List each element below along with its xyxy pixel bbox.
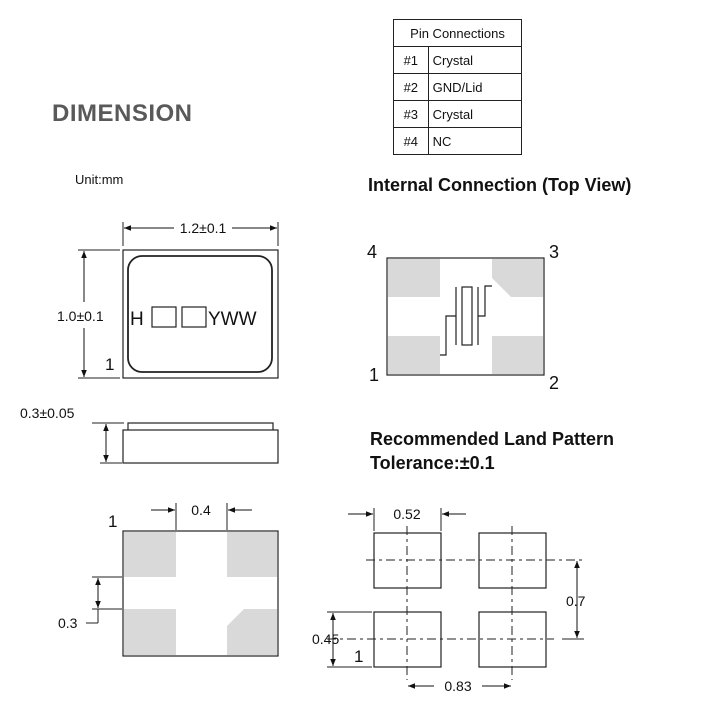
bottom-pad <box>227 532 277 577</box>
pin-number: #4 <box>393 127 429 155</box>
top-view: 1.2±0.1 1.0±0.1 H YWW 1 <box>57 220 279 379</box>
land-pattern-diagram: 0.52 0.7 0.45 1 0.83 <box>312 506 586 694</box>
connection-wire <box>478 285 492 317</box>
gap-dimension: 0.4 <box>191 502 211 518</box>
pin1-label: 1 <box>108 512 117 531</box>
tolerance-label: Tolerance:±0.1 <box>370 453 495 473</box>
land-pattern-heading: Recommended Land Pattern <box>370 429 615 449</box>
marking-yww: YWW <box>208 309 257 330</box>
marking-h: H <box>130 309 144 330</box>
pin4-number: 4 <box>367 242 377 262</box>
page-title: DIMENSION <box>52 100 193 127</box>
connection-wire <box>440 315 456 356</box>
pad-1 <box>388 336 440 374</box>
pad-dimension: 0.3 <box>58 615 78 631</box>
pin2-number: 2 <box>549 373 559 393</box>
pad-height-dimension: 0.45 <box>312 631 339 647</box>
horizontal-pitch-dimension: 0.83 <box>444 678 471 694</box>
pad-3 <box>492 259 543 297</box>
pin-function: Crystal <box>427 100 523 128</box>
height-dimension: 1.0±0.1 <box>57 308 104 324</box>
thickness-dimension: 0.3±0.05 <box>20 405 75 421</box>
pin3-number: 3 <box>549 242 559 262</box>
internal-connection-title: Internal Connection (Top View) <box>368 175 632 195</box>
package-outline <box>122 249 279 379</box>
pad-4 <box>388 259 440 297</box>
pin1-label: 1 <box>105 355 114 374</box>
vertical-pitch-dimension: 0.7 <box>566 593 586 609</box>
pin-number: #2 <box>393 73 429 101</box>
width-dimension: 1.2±0.1 <box>180 220 227 236</box>
body-side <box>122 429 279 464</box>
unit-label: Unit:mm <box>75 172 124 187</box>
marking-box <box>151 306 177 328</box>
side-view: 0.3±0.05 <box>20 405 279 464</box>
pad-width-dimension: 0.52 <box>393 506 420 522</box>
bottom-pad <box>124 532 176 577</box>
internal-connection-diagram: 4 3 1 2 <box>367 242 559 393</box>
bottom-view: 1 0.4 0.3 <box>58 502 279 657</box>
lid-outline <box>127 255 273 373</box>
pin-function: NC <box>427 127 523 155</box>
pin1-number: 1 <box>369 365 379 385</box>
pin-number: #3 <box>393 100 429 128</box>
land-pattern-title: Recommended Land Pattern Tolerance:±0.1 <box>370 427 614 475</box>
marking-box <box>181 306 207 328</box>
pad-2 <box>492 336 543 374</box>
pin1-label: 1 <box>354 647 363 666</box>
bottom-pad <box>227 609 277 655</box>
crystal-icon <box>461 286 473 346</box>
bottom-pad <box>124 609 176 655</box>
